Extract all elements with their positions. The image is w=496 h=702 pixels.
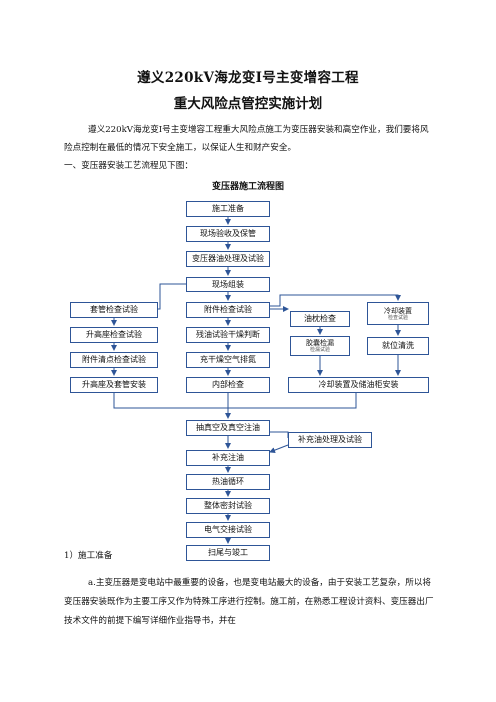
box-cooler-clean: 就位清洗 xyxy=(367,337,429,355)
intro-paragraph: 遵义220kV海龙变Ⅰ号主变增容工程重大风险点施工为变压器安装和高空作业，我们要… xyxy=(64,125,429,153)
box-conservator: 油枕检查 xyxy=(290,311,350,327)
title-line-1: 遵义220kV海龙变Ⅰ号主变增容工程 xyxy=(137,70,359,86)
box-vacuum: 抽真空及真空注油 xyxy=(186,420,270,436)
title-line-2: 重大风险点管控实施计划 xyxy=(173,96,323,112)
box-top-up: 补充注油 xyxy=(186,450,270,466)
box-accept: 现场验收及保管 xyxy=(186,226,270,242)
bladder-sublabel: 检漏试验 xyxy=(309,347,330,353)
box-bushing-test: 套管检查试验 xyxy=(70,302,158,318)
box-assembly: 现场组装 xyxy=(186,277,270,292)
box-internal: 内部检查 xyxy=(186,377,270,393)
box-dry-air: 充干燥空气排氮 xyxy=(186,352,270,368)
line-assembly-left xyxy=(158,283,186,310)
step1-heading: 一、变压器安装工艺流程见下图： xyxy=(64,161,193,171)
box-oil-treat: 变压器油处理及试验 xyxy=(186,251,270,267)
bladder-label: 胶囊检漏 xyxy=(306,339,334,347)
box-accessory-clean: 附件清点检查试验 xyxy=(70,352,158,368)
box-turret-test: 升高座检查试验 xyxy=(70,327,158,343)
cooler-label: 冷却装置 xyxy=(384,306,412,315)
box-seal-test: 整体密封试验 xyxy=(186,498,270,514)
box-elec-test: 电气交接试验 xyxy=(186,522,270,538)
box-hot-oil: 热油循环 xyxy=(186,474,270,490)
flowchart-title: 变压器施工流程图 xyxy=(211,182,284,192)
box-prep: 施工准备 xyxy=(186,201,270,217)
cooler-sublabel: 检查试验 xyxy=(387,314,408,321)
box-oil-add-treat: 补充油处理及试验 xyxy=(288,432,372,448)
box-cooler: 冷却装置 检查试验 xyxy=(367,302,429,325)
box-bladder: 胶囊检漏 检漏试验 xyxy=(290,336,350,356)
box-turret-install: 升高座及套管安装 xyxy=(70,377,158,393)
box-accessory-test: 附件检查试验 xyxy=(186,302,270,318)
box-cooler-install: 冷却装置及储油柜安装 xyxy=(288,377,429,393)
section1-paragraph: a.主变压器是变电站中最重要的设备，也是变电站最大的设备，由于安装工艺复杂，所以… xyxy=(64,578,434,626)
section1-label: 1）施工准备 xyxy=(64,551,113,561)
box-residual-oil: 残油试验干燥判断 xyxy=(186,327,270,343)
box-cleanup: 扫尾与竣工 xyxy=(186,545,270,561)
